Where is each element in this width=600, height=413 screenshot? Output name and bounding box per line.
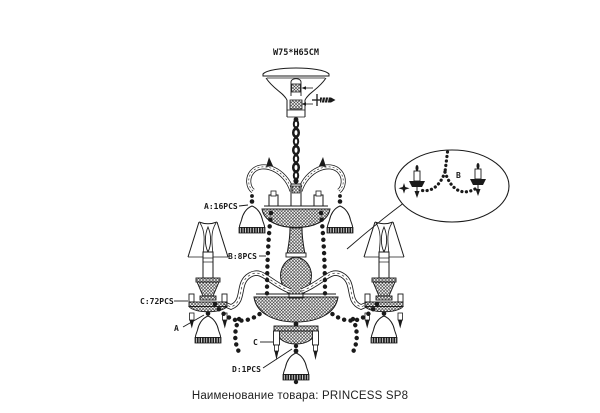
sparkle-icon bbox=[398, 183, 410, 194]
product-caption: Наименование товара: PRINCESS SP8 bbox=[0, 390, 600, 402]
callout-c-label: C:72PCS bbox=[140, 297, 174, 306]
callout-b-label: B:8PCS bbox=[228, 252, 257, 261]
dimension-label: W75*H65CM bbox=[273, 48, 319, 58]
callout-a: A:16PCS bbox=[204, 202, 249, 211]
callout-d-label: D:1PCS bbox=[232, 365, 261, 374]
callout-c: C:72PCS bbox=[140, 297, 188, 306]
callout-a-short: A bbox=[174, 314, 205, 333]
callout-a-short-label: A bbox=[174, 324, 179, 333]
detail-inset-circle: B bbox=[346, 149, 510, 250]
callout-c-short-label: C bbox=[253, 338, 258, 347]
top-dish bbox=[261, 205, 331, 229]
ceiling-canopy bbox=[262, 67, 330, 118]
callout-d: D:1PCS bbox=[232, 348, 293, 374]
bottom-bell-pendant bbox=[282, 343, 310, 385]
callout-a-label: A:16PCS bbox=[204, 202, 238, 211]
central-baluster bbox=[280, 227, 312, 299]
hanging-chain bbox=[292, 117, 300, 181]
lower-bowl bbox=[253, 293, 339, 360]
callout-c-short: C bbox=[253, 338, 273, 347]
inset-part-letter: B bbox=[456, 171, 461, 180]
screw-icon bbox=[312, 94, 336, 106]
product-name: PRINCESS SP8 bbox=[322, 390, 409, 402]
caption-label: Наименование товара: bbox=[191, 390, 319, 402]
callout-b: B:8PCS bbox=[228, 252, 266, 261]
